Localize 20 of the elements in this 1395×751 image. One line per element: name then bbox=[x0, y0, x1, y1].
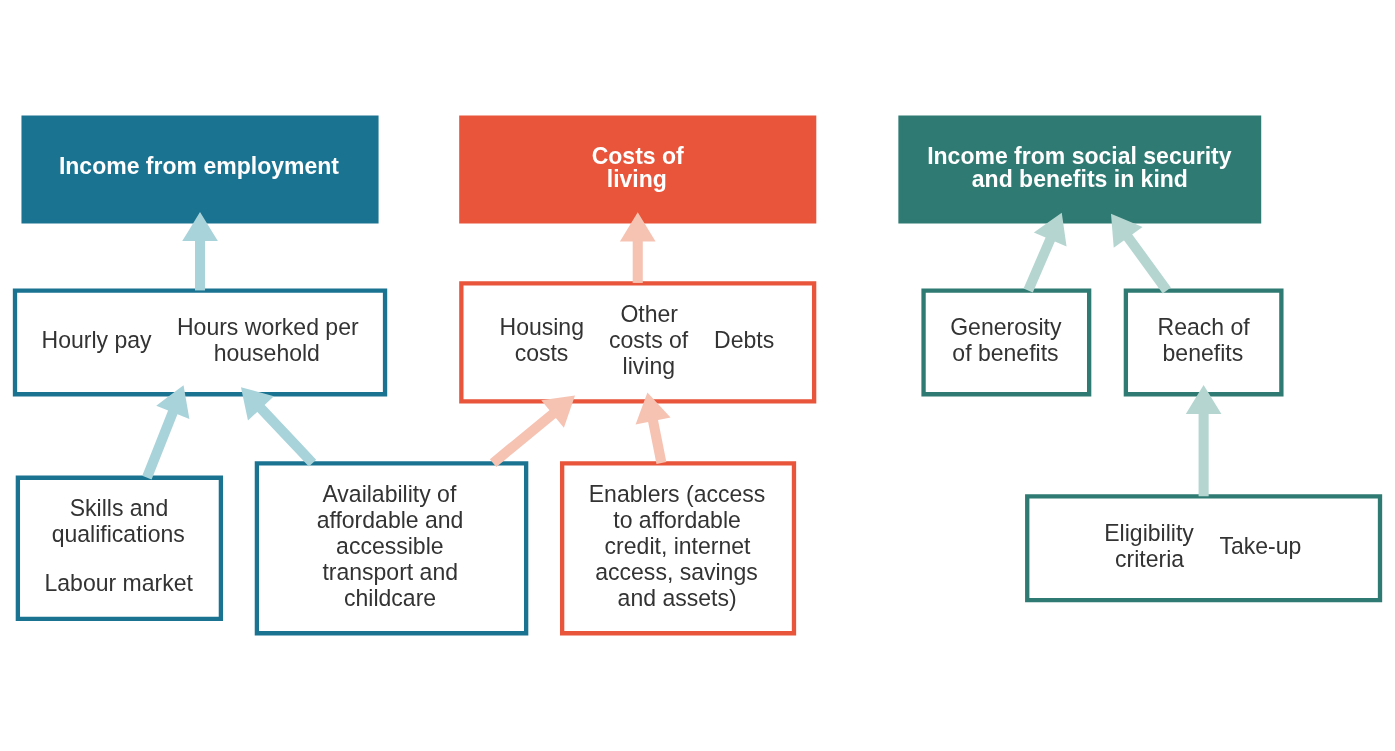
node-box: Income from employment bbox=[21, 115, 379, 224]
node-box: Availability of affordable and accessible transport and childcare bbox=[254, 461, 529, 636]
arrow bbox=[1023, 212, 1067, 293]
arrow bbox=[635, 392, 671, 465]
arrow bbox=[489, 395, 575, 467]
node-box: Hourly pay Hours worked per household bbox=[12, 288, 388, 397]
node-box: Generosity of benefits bbox=[921, 288, 1092, 397]
node-box: Reach of benefits bbox=[1123, 288, 1284, 397]
node-box: Costs of living bbox=[459, 115, 817, 224]
node-box: Skills and qualifications Labour market bbox=[15, 475, 224, 621]
arrow bbox=[240, 387, 317, 467]
node-box: Income from social security and benefits in kind bbox=[898, 115, 1262, 224]
arrow bbox=[1111, 213, 1171, 294]
arrow bbox=[182, 212, 218, 291]
node-box: Eligibility criteria Take-up bbox=[1025, 494, 1383, 603]
node-box: Enablers (access to affordable credit, internet access, savings and assets) bbox=[560, 461, 797, 636]
arrow bbox=[1185, 384, 1222, 497]
node-box: Housing costs Other costs of living Debts bbox=[459, 281, 817, 404]
arrow bbox=[619, 212, 656, 283]
arrow bbox=[142, 385, 190, 480]
